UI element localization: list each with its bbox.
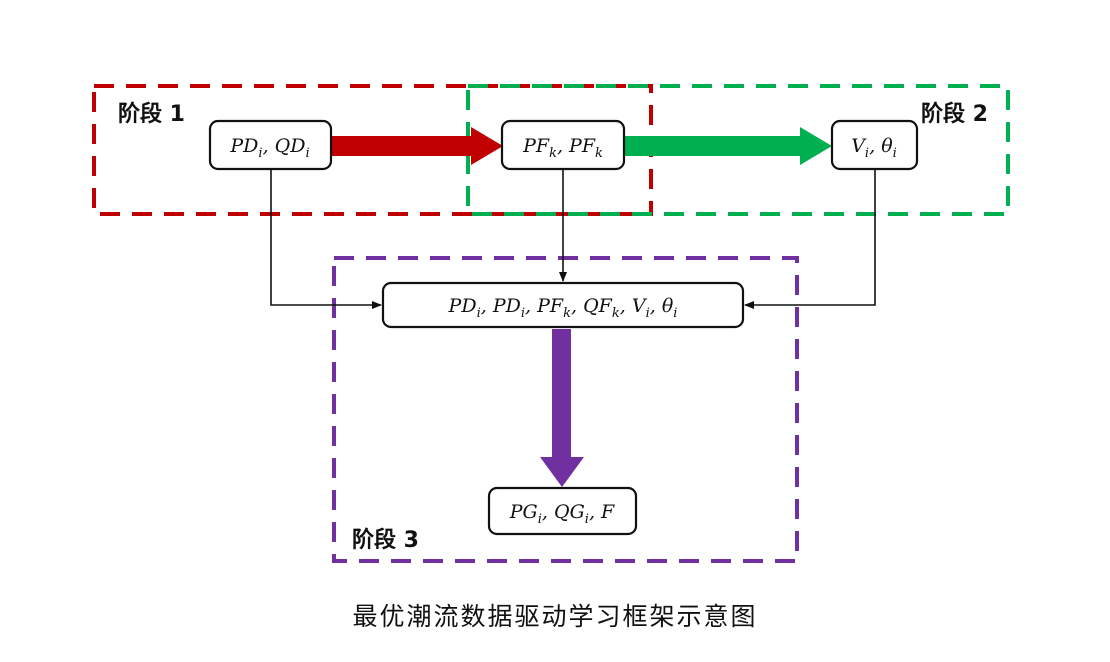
node-voltage-box <box>830 119 919 171</box>
stage2-label: 阶段 2 <box>921 101 988 127</box>
node-load-input: PDi, QDi <box>229 135 309 161</box>
node-branch-flow-box <box>500 119 626 171</box>
node-branch-flow: PFk, PFk <box>522 135 603 161</box>
stage2-box <box>466 84 1010 216</box>
stage3-arrow <box>540 329 584 487</box>
stage2-arrow <box>624 127 832 165</box>
stage3-label: 阶段 3 <box>352 527 419 553</box>
stage1-label: 阶段 1 <box>118 101 185 127</box>
connector-voltage-to-combined <box>744 170 876 309</box>
node-output-box <box>487 486 638 536</box>
connector-load-to-combined <box>270 170 382 309</box>
stage3-box <box>332 256 799 563</box>
stage1-arrow <box>330 127 503 165</box>
figure-caption: 最优潮流数据驱动学习框架示意图 <box>352 602 757 631</box>
node-combined: PDi, PDi, PFk, QFk, Vi, θi <box>448 295 678 321</box>
node-combined-box <box>381 281 745 329</box>
node-voltage: Vi, θi <box>851 135 897 161</box>
node-load-input-box <box>208 119 333 171</box>
node-output: PGi, QGi, F <box>509 501 615 527</box>
